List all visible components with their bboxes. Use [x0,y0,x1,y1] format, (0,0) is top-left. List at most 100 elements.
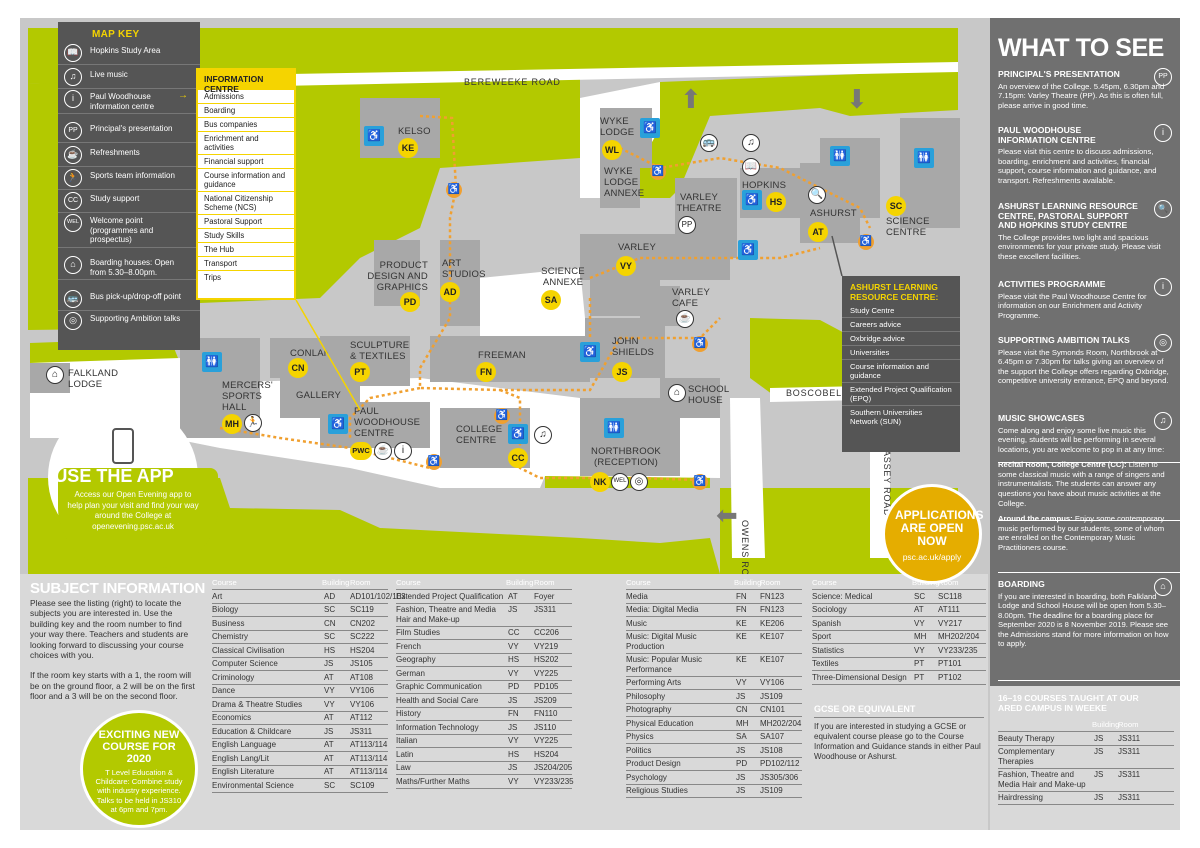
info-centre-item: Course information and guidance [198,169,294,192]
key-item: 🚌Bus pick-up/drop-off point [58,290,200,311]
info-centre-item: Transport [198,257,294,271]
building-mercers-sports-hall[interactable]: MERCERS' SPORTS HALL [222,380,273,413]
building-code: JS [508,695,518,705]
course-name: Geography [396,655,436,664]
course-name: History [396,709,421,718]
room-code: PT102 [938,672,962,682]
course-name: Graphic Communication [396,682,482,691]
welcome-icon: WEL [64,214,82,232]
building-school-house[interactable]: SCHOOL HOUSE [688,384,729,406]
toilets-icon: ♿ [364,126,384,146]
ashurst-item: Course information and guidance [842,360,960,383]
building-ashurst[interactable]: ASHURST [810,208,857,219]
course-name: Sport [812,632,832,641]
ashurst-item: Study Centre [842,304,960,318]
map-key-title: MAP KEY [92,29,140,40]
badge-pd: PD [400,292,420,312]
applications-circle[interactable]: APPLICATIONS ARE OPEN NOW psc.ac.uk/appl… [882,484,983,584]
building-art-studios[interactable]: ART STUDIOS [442,258,486,280]
room-code: PT101 [938,659,962,668]
course-name: Hairdressing [998,793,1043,802]
building-falkland-lodge[interactable]: FALKLAND LODGE [68,368,119,390]
room-code: FN123 [760,591,785,601]
course-name: Media: Digital Media [626,605,699,614]
building-product-design[interactable]: PRODUCT DESIGN AND GRAPHICS [367,260,428,293]
building-northbrook[interactable]: NORTHBROOK (RECEPTION) [591,446,661,468]
info-centre-item: Bus companies [198,118,294,132]
building-kelso[interactable]: KELSO [398,126,431,137]
what-to-see-title: WHAT TO SEE [998,34,1164,62]
applications-url[interactable]: psc.ac.uk/apply [902,552,962,562]
building-conlan[interactable]: CONLAN [290,348,328,359]
course-name: Chemistry [212,632,249,641]
ashurst-item: Extended Project Qualification (EPQ) [842,383,960,406]
new-course-text: T Level Education & Childcare: Combine s… [95,768,183,814]
badge-nk: NK [590,472,610,492]
building-paul-woodhouse[interactable]: PAUL WOODHOUSE CENTRE [354,406,421,439]
app-banner [58,468,218,568]
badge-sc: SC [886,196,906,216]
room-code: AT113/114 [350,767,388,776]
book-icon: 📖 [64,44,82,62]
section-boarding: BOARDING⌂ If you are interested in board… [998,578,1174,649]
badge-vy: VY [616,256,636,276]
app-text: Access our Open Evening app to help plan… [67,490,199,531]
house-icon: ⌂ [64,256,82,274]
building-code: PT [914,672,925,682]
course-name: Textiles [812,659,839,668]
building-wyke-lodge-annexe[interactable]: WYKE LODGE ANNEXE [604,166,645,199]
building-code: JS [1094,793,1104,802]
building-science-centre[interactable]: SCIENCE CENTRE [886,216,930,238]
exit-arrow-left-icon: ⬅ [716,500,738,530]
accessible-route-icon: ♿ [446,182,462,198]
building-hopkins[interactable]: HOPKINS [742,180,787,191]
room-code: AT113/114 [350,753,388,763]
course-name: Classical Civilisation [212,645,285,655]
building-varley-cafe[interactable]: VARLEY CAFE [672,287,710,309]
road-boscobel: BOSCOBEL RO [786,388,860,398]
building-varley[interactable]: VARLEY [618,242,656,253]
weeke-section-bg [990,686,1180,830]
building-college-centre[interactable]: COLLEGE CENTRE [456,424,503,446]
accessible-route-icon: ♿ [650,164,666,180]
course-name: French [396,641,421,651]
exit-arrow-down-icon: ⬇ [846,84,868,114]
building-code: JS [736,772,746,782]
building-code: VY [914,618,925,628]
building-john-shields[interactable]: JOHN SHIELDS [612,336,655,358]
building-code: AT [324,740,334,749]
room-code: SC222 [350,632,375,641]
badge-pt: PT [350,362,370,382]
course-name: Physics [626,732,654,741]
building-code: CC [508,628,520,637]
road-bereweeke: BEREWEEKE ROAD [464,77,561,87]
info-icon: i [394,442,412,460]
gcse-section: GCSE OR EQUIVALENT If you are interested… [814,704,984,762]
room-code: VY219 [534,641,559,651]
building-science-annexe[interactable]: SCIENCE ANNEXE [541,266,585,288]
course-name: German [396,668,425,678]
building-wyke-lodge[interactable]: WYKE LODGE [600,116,635,138]
subject-info-text: Please see the listing (right) to locate… [30,598,195,702]
building-sculpture-textiles[interactable]: SCULPTURE & TEXTILES [350,340,410,362]
building-code: KE [736,618,747,628]
building-varley-theatre[interactable]: VARLEY THEATRE [676,192,722,214]
room-code: PD105 [534,682,559,691]
building-freeman[interactable]: FREEMAN [478,350,526,361]
toilets-icon: ♿ [580,342,600,362]
building-gallery[interactable]: GALLERY [296,390,342,401]
